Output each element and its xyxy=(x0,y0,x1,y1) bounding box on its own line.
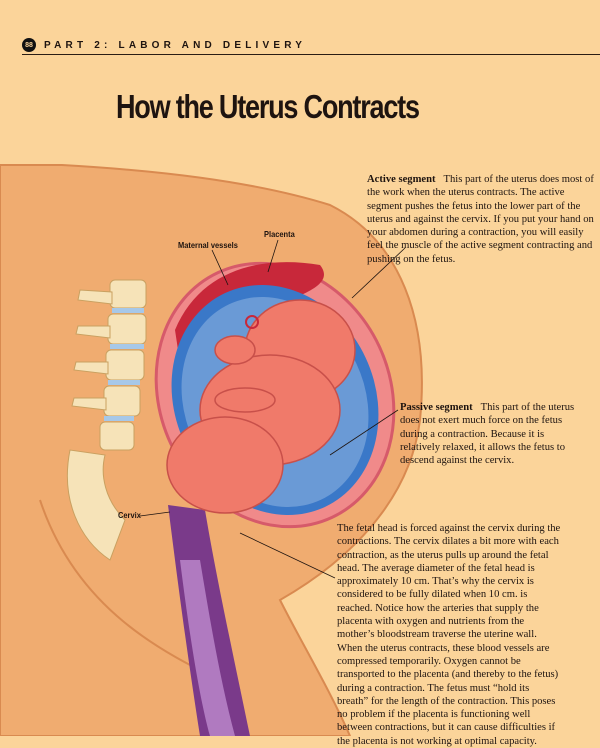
passive-segment-text: This part of the uterus does not exert m… xyxy=(400,402,575,467)
header-rule xyxy=(22,54,600,55)
fetal-head xyxy=(166,416,284,514)
spinal-processes xyxy=(71,289,113,411)
label-maternal-vessels: Maternal vessels xyxy=(178,240,238,250)
page-number: 88 xyxy=(22,38,36,52)
label-cervix: Cervix xyxy=(118,510,141,520)
running-header: 88 PART 2: LABOR AND DELIVERY xyxy=(22,38,306,52)
active-segment-term: Active segment xyxy=(367,174,436,185)
fetus xyxy=(166,299,356,514)
active-segment-caption: Active segment This part of the uterus d… xyxy=(367,173,599,266)
label-placenta: Placenta xyxy=(264,229,295,239)
page-title: How the Uterus Contracts xyxy=(116,88,420,125)
passive-segment-term: Passive segment xyxy=(400,402,473,413)
section-title: PART 2: LABOR AND DELIVERY xyxy=(44,39,307,51)
fetal-head-caption: The fetal head is forced against the cer… xyxy=(337,523,561,747)
active-segment-text: This part of the uterus does most of the… xyxy=(367,174,594,265)
passive-segment-caption: Passive segment This part of the uterus … xyxy=(400,401,578,467)
spine xyxy=(66,279,147,561)
